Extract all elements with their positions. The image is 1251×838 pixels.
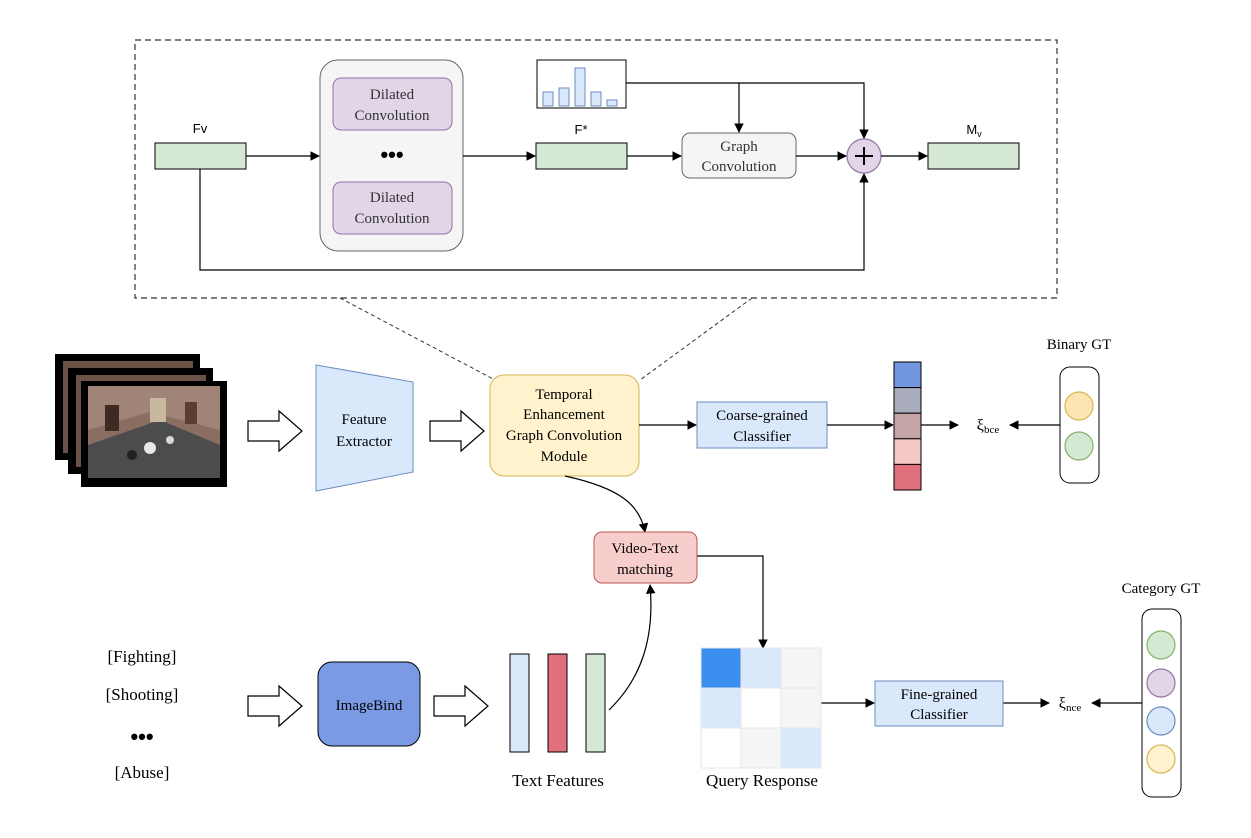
category-gt-circle	[1146, 630, 1176, 660]
dilated-convolution-bottom	[332, 181, 453, 235]
feature-extractor-block	[315, 364, 414, 492]
query-matrix-cell	[740, 727, 782, 769]
mv-label: Mv	[966, 122, 982, 139]
query-response-label: Query Response	[706, 771, 818, 790]
dilated-bottom-line1: Dilated	[370, 190, 415, 206]
tegcm-line1: Temporal	[535, 387, 592, 403]
output-bar-cell	[893, 387, 922, 414]
query-matrix-cell	[780, 647, 822, 689]
mv-feature-block	[927, 142, 1020, 170]
class-fighting: [Fighting]	[108, 647, 177, 666]
histogram-bar	[542, 91, 554, 107]
histogram-bars	[542, 67, 618, 107]
class-shooting: [Shooting]	[106, 685, 179, 704]
fv-feature-block	[154, 142, 247, 170]
class-abuse: [Abuse]	[115, 763, 170, 782]
hollow-arrow-to-imagebind	[247, 684, 303, 728]
dilated-convolution-top	[332, 77, 453, 131]
video-text-line2: matching	[617, 562, 673, 578]
fine-line2: Classifier	[910, 707, 968, 723]
query-matrix-cell	[740, 687, 782, 729]
category-gt-label: Category GT	[1122, 581, 1201, 597]
hollow-arrow-to-text-features	[433, 684, 489, 728]
output-bar-cell	[893, 361, 922, 389]
fstar-label: F*	[575, 122, 588, 137]
top-connectors	[199, 82, 928, 271]
binary-gt-circle	[1064, 431, 1094, 461]
main-connectors	[564, 420, 1142, 711]
hollow-arrow-to-tegcm	[429, 409, 485, 453]
category-gt-circle	[1146, 706, 1176, 736]
histogram-bar	[590, 91, 602, 107]
binary-gt-circles	[1064, 391, 1094, 461]
projection-line-right	[639, 297, 753, 381]
query-matrix-cell	[780, 727, 822, 769]
query-matrix-cell	[780, 687, 822, 729]
category-gt-circles	[1146, 630, 1176, 774]
hollow-arrow-to-extractor	[247, 409, 303, 453]
dilated-top-line2: Convolution	[354, 108, 430, 124]
module-detail-dashed-frame	[134, 39, 1058, 299]
loss-nce: ξnce	[1059, 695, 1082, 714]
histogram-bar	[606, 99, 618, 107]
category-gt-circle	[1146, 744, 1176, 774]
video-text-matching-block	[593, 531, 698, 584]
graph-conv-line2: Convolution	[701, 159, 777, 175]
feature-extractor-line1: Feature	[342, 412, 387, 428]
loss-bce: ξbce	[977, 417, 1000, 436]
text-feature-bar	[509, 653, 530, 753]
query-response-matrix	[700, 647, 822, 769]
fine-line1: Fine-grained	[901, 687, 978, 703]
text-features-label: Text Features	[512, 771, 604, 790]
query-matrix-cell	[700, 687, 742, 729]
projection-line-left	[339, 297, 496, 381]
tegcm-line3: Graph Convolution	[506, 428, 623, 444]
fv-label: Fv	[193, 121, 208, 136]
graph-conv-line1: Graph	[720, 139, 758, 155]
fine-classifier-block	[874, 680, 1004, 727]
video-text-line1: Video-Text	[611, 541, 679, 557]
histogram-bar	[558, 87, 570, 107]
tegcm-line4: Module	[541, 449, 588, 465]
output-bar-cell	[893, 463, 922, 491]
query-matrix-cell	[700, 727, 742, 769]
text-feature-bar	[585, 653, 606, 753]
video-frames-image	[55, 354, 227, 487]
feature-extractor-line2: Extractor	[336, 434, 392, 450]
imagebind-label: ImageBind	[336, 698, 403, 714]
text-feature-bar	[547, 653, 568, 753]
binary-gt-circle	[1064, 391, 1094, 421]
coarse-line2: Classifier	[733, 429, 791, 445]
histogram-bar	[574, 67, 586, 107]
sum-plus-icon	[855, 147, 873, 165]
class-ellipsis: •••	[130, 724, 153, 749]
binary-gt-label: Binary GT	[1047, 337, 1112, 353]
fstar-feature-block	[535, 142, 628, 170]
dilated-ellipsis: •••	[380, 142, 403, 167]
dilated-bottom-line2: Convolution	[354, 211, 430, 227]
output-bar-cell	[893, 438, 922, 465]
coarse-output-bar	[893, 361, 922, 491]
coarse-line1: Coarse-grained	[716, 408, 808, 424]
text-feature-bars	[509, 653, 606, 753]
output-bar-cell	[893, 412, 922, 440]
binary-gt-pill	[1059, 366, 1100, 484]
category-gt-circle	[1146, 668, 1176, 698]
dilated-top-line1: Dilated	[370, 87, 415, 103]
tegcm-line2: Enhancement	[523, 407, 605, 423]
imagebind-block	[317, 661, 421, 747]
query-matrix-cell	[700, 647, 742, 689]
query-matrix-cell	[740, 647, 782, 689]
